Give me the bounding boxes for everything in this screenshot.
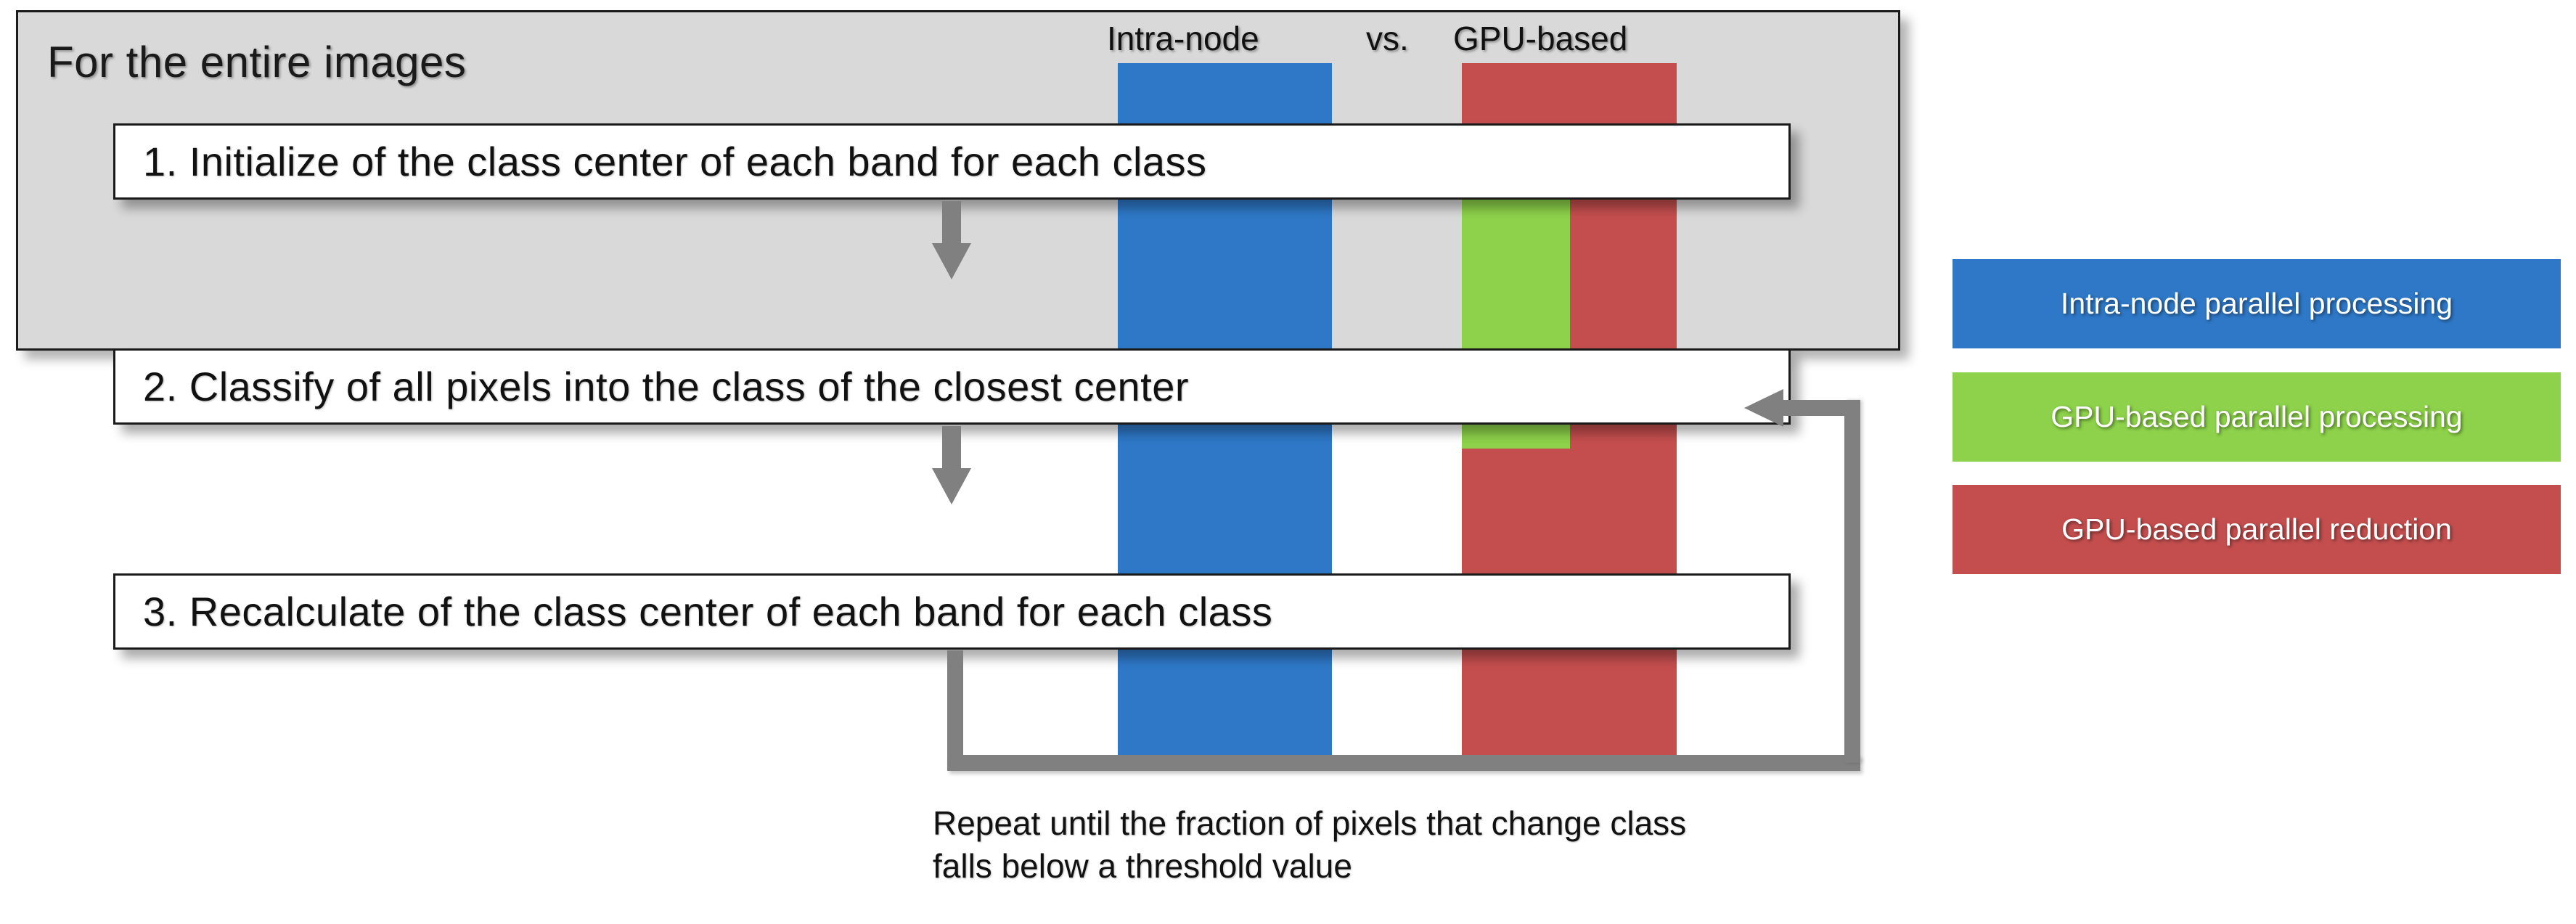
process-step-box-2: 2. Classify of all pixels into the class…: [113, 348, 1791, 425]
column-heading-gpu-based: GPU-based: [1453, 20, 1628, 57]
loop-caption: Repeat until the fraction of pixels that…: [933, 802, 1686, 888]
legend-item-gpu-based-parallel-processing: GPU-based parallel processing: [1953, 372, 2561, 462]
loop-arrow-head-icon: [1744, 389, 1783, 427]
column-heading-separator: vs.: [1366, 20, 1409, 57]
arrow-down-icon-step1-to-step2: [932, 201, 971, 279]
loop-arrow-top-segment: [1782, 400, 1860, 416]
legend-label: GPU-based parallel processing: [2050, 400, 2463, 433]
loop-arrow-right-segment: [1844, 400, 1860, 763]
arrow-head: [932, 468, 971, 504]
column-heading-intra-node: Intra-node: [1107, 20, 1259, 57]
loop-arrow-left-segment: [947, 650, 963, 759]
arrow-shaft: [942, 426, 961, 468]
arrow-down-icon-step2-to-step3: [932, 426, 971, 504]
arrow-head: [932, 243, 971, 279]
process-step-label-2: 2. Classify of all pixels into the class…: [143, 364, 1189, 409]
legend-item-intra-node-parallel-processing: Intra-node parallel processing: [1953, 259, 2561, 348]
process-step-box-1: 1. Initialize of the class center of eac…: [113, 123, 1791, 200]
legend-item-gpu-based-parallel-reduction: GPU-based parallel reduction: [1953, 485, 2561, 574]
column-headings: Intra-node vs. GPU-based: [1107, 19, 1702, 62]
legend-label: GPU-based parallel reduction: [2061, 512, 2452, 546]
arrow-shaft: [942, 201, 961, 243]
loop-arrow-bottom-segment: [947, 755, 1860, 771]
process-step-label-1: 1. Initialize of the class center of eac…: [143, 139, 1207, 184]
loop-caption-line-1: Repeat until the fraction of pixels that…: [933, 804, 1687, 842]
loop-caption-line-2: falls below a threshold value: [933, 846, 1352, 885]
legend-label: Intra-node parallel processing: [2060, 287, 2453, 320]
process-step-label-3: 3. Recalculate of the class center of ea…: [143, 589, 1273, 634]
process-step-box-3: 3. Recalculate of the class center of ea…: [113, 573, 1791, 650]
panel-title: For the entire images: [47, 38, 467, 86]
